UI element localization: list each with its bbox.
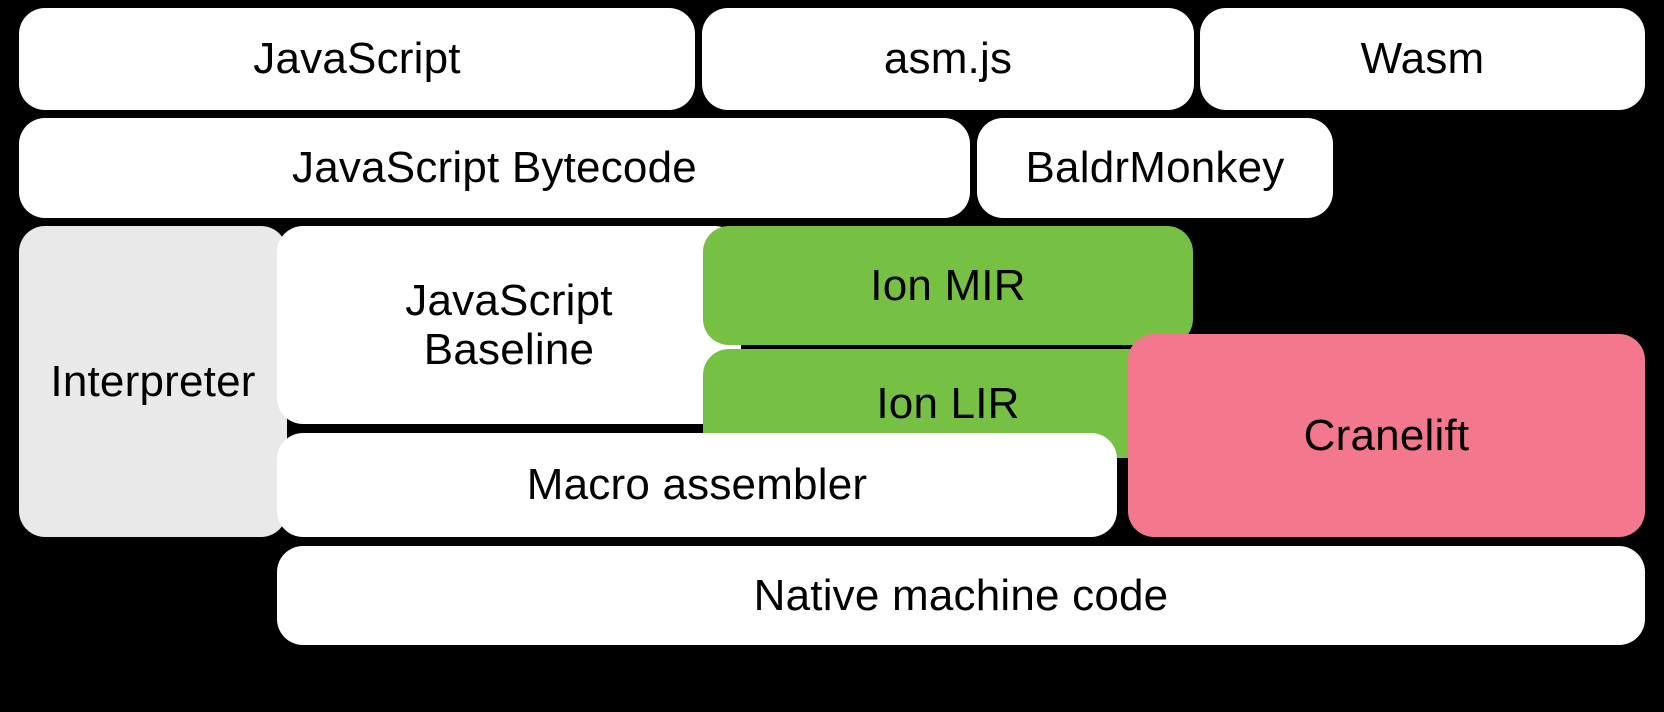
node-wasm: Wasm	[1200, 8, 1645, 110]
node-ion-mir: Ion MIR	[703, 226, 1193, 345]
node-javascript: JavaScript	[19, 8, 695, 110]
node-baldrmonkey: BaldrMonkey	[977, 118, 1333, 218]
node-label-javascript: JavaScript	[253, 34, 461, 84]
node-label-javascript-baseline: JavaScript Baseline	[405, 275, 613, 374]
node-label-ion-mir: Ion MIR	[870, 260, 1026, 310]
node-label-asmjs: asm.js	[883, 34, 1013, 84]
node-label-cranelift: Cranelift	[1303, 410, 1470, 460]
node-label-wasm: Wasm	[1360, 34, 1485, 84]
node-macro-assembler: Macro assembler	[277, 433, 1117, 537]
node-interpreter: Interpreter	[19, 226, 287, 537]
node-label-macro-assembler: Macro assembler	[526, 460, 868, 510]
node-javascript-bytecode: JavaScript Bytecode	[19, 118, 970, 218]
node-label-ion-lir: Ion LIR	[876, 378, 1020, 428]
node-native-machine-code: Native machine code	[277, 546, 1645, 645]
node-label-baldrmonkey: BaldrMonkey	[1025, 143, 1285, 193]
node-asmjs: asm.js	[702, 8, 1194, 110]
node-label-native-machine-code: Native machine code	[753, 570, 1169, 620]
node-label-javascript-bytecode: JavaScript Bytecode	[292, 143, 697, 193]
node-label-interpreter: Interpreter	[50, 356, 256, 406]
node-cranelift: Cranelift	[1128, 334, 1645, 537]
node-javascript-baseline: JavaScript Baseline	[277, 226, 741, 424]
